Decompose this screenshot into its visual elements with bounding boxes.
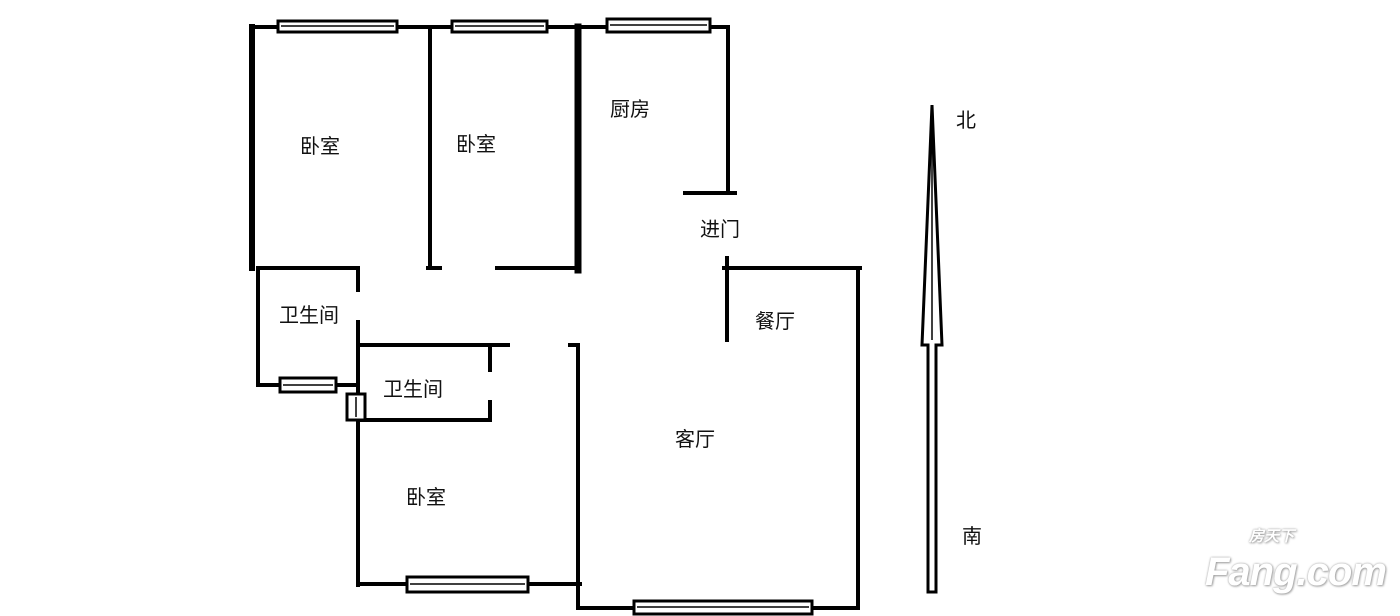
room-label-bathroom: 卫生间	[279, 303, 339, 327]
compass-north-label: 北	[956, 108, 976, 132]
north-arrow-icon	[920, 104, 944, 594]
room-label-kitchen: 厨房	[610, 97, 650, 121]
room-label-bathroom: 卫生间	[383, 377, 443, 401]
watermark-cn: 房天下	[1249, 528, 1295, 545]
watermark-en: Fang.com	[1205, 550, 1387, 594]
compass-south-label: 南	[962, 524, 982, 548]
room-label-entrance: 进门	[700, 217, 740, 241]
room-label-bedroom: 卧室	[406, 485, 446, 509]
window-lines	[281, 24, 809, 608]
room-label-living: 客厅	[675, 427, 715, 451]
room-label-dining: 餐厅	[755, 309, 795, 333]
room-label-bedroom: 卧室	[456, 132, 496, 156]
room-label-bedroom: 卧室	[300, 134, 340, 158]
watermark-logo: 房天下 Fang.com	[1205, 528, 1395, 608]
